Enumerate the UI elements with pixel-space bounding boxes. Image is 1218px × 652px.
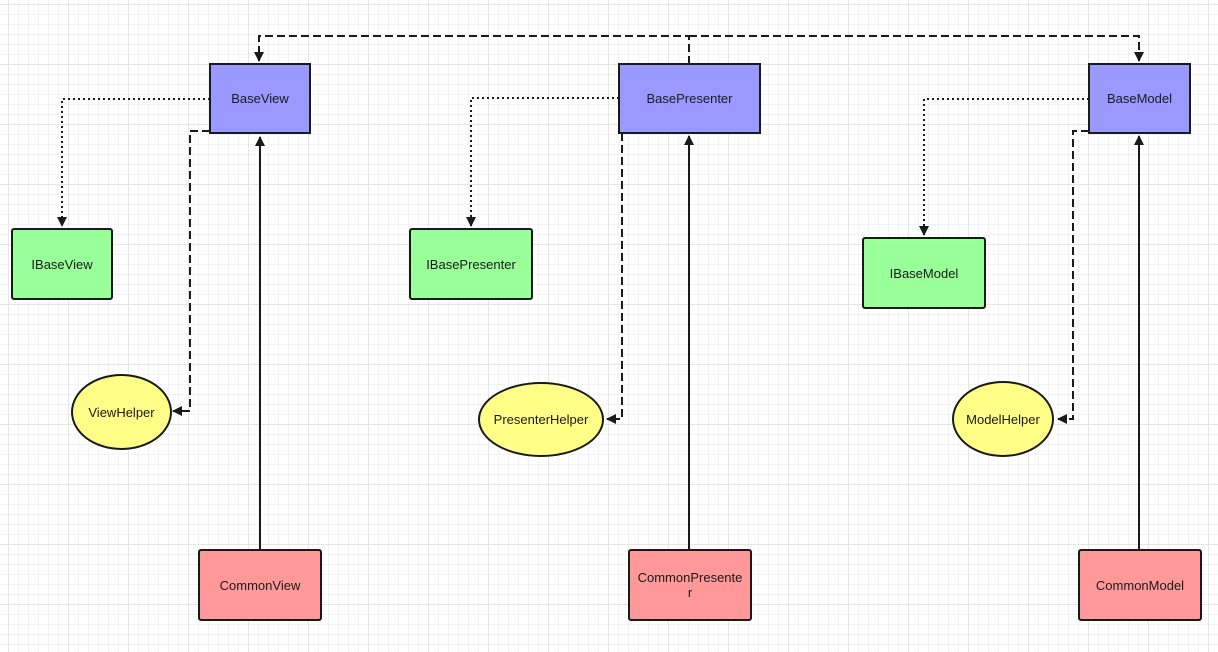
node-model-helper[interactable]: ModelHelper xyxy=(952,381,1054,457)
node-base-presenter[interactable]: BasePresenter xyxy=(618,63,761,134)
edge-basepresenter-to-ibasepresenter xyxy=(466,97,619,227)
node-common-model[interactable]: CommonModel xyxy=(1078,549,1202,621)
edge-baseview-to-ibaseview xyxy=(57,98,210,227)
node-common-presenter[interactable]: CommonPresenter xyxy=(628,549,752,621)
node-presenter-helper[interactable]: PresenterHelper xyxy=(478,382,604,457)
node-view-helper[interactable]: ViewHelper xyxy=(71,374,172,450)
edge-basemodel-to-ibasemodel xyxy=(919,98,1089,236)
node-common-view[interactable]: CommonView xyxy=(198,549,322,621)
node-base-model[interactable]: BaseModel xyxy=(1088,63,1191,134)
node-ibase-presenter[interactable]: IBasePresenter xyxy=(409,228,533,300)
node-ibase-view[interactable]: IBaseView xyxy=(11,228,113,300)
edge-baseview-to-viewhelper xyxy=(172,130,210,416)
node-ibase-model[interactable]: IBaseModel xyxy=(862,237,986,309)
edge-basepresenter-to-presenterhelper xyxy=(606,133,623,424)
edge-presenter-to-view xyxy=(254,35,690,64)
node-base-view[interactable]: BaseView xyxy=(209,63,311,134)
edge-presenter-to-model xyxy=(689,35,1144,62)
edge-basemodel-to-modelhelper xyxy=(1057,130,1089,424)
